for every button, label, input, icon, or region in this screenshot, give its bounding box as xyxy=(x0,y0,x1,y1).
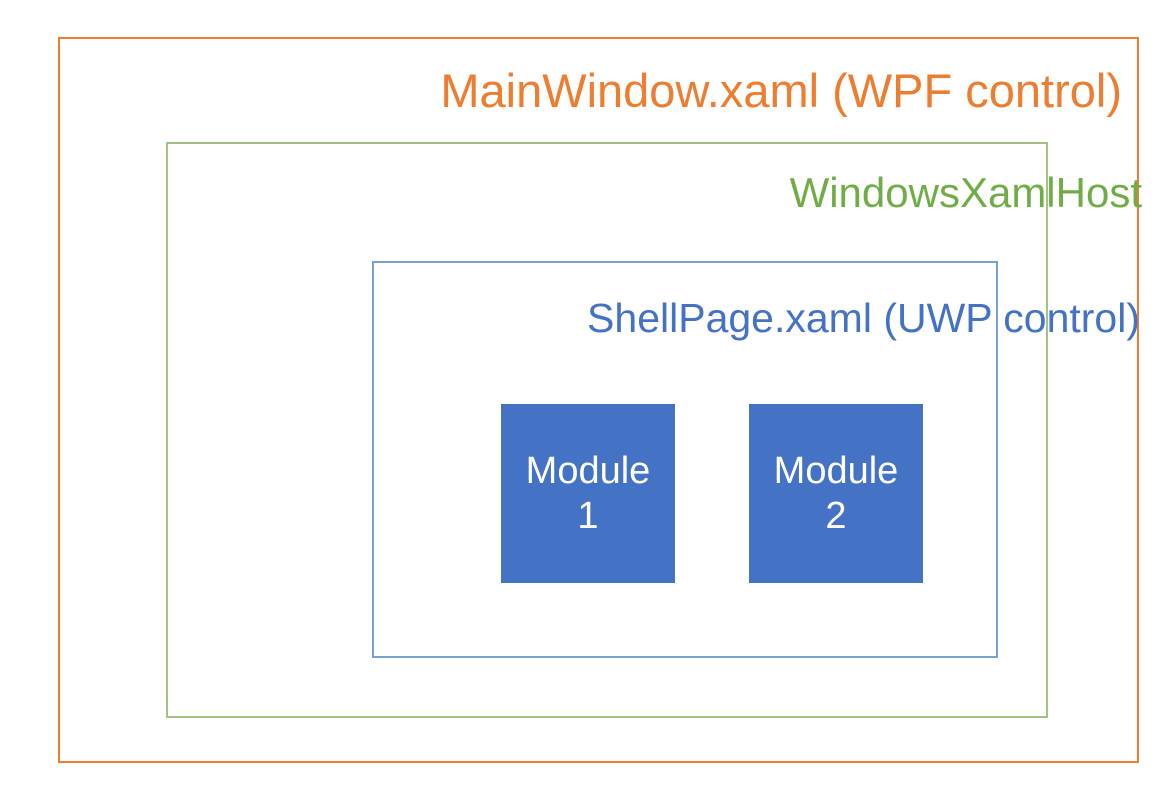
module-block-1-label-line1: Module xyxy=(525,449,651,492)
container-windows-xaml-host xyxy=(166,142,1048,718)
module-block-2-label-line1: Module xyxy=(773,449,899,492)
module-block-2: Module 2 xyxy=(749,404,923,583)
module-block-1-label-line2: 1 xyxy=(577,494,599,537)
module-block-2-label-line2: 2 xyxy=(825,494,847,537)
module-block-1: Module 1 xyxy=(501,404,675,583)
label-shellpage-xaml: ShellPage.xaml (UWP control) xyxy=(587,295,1140,341)
label-mainwindow-xaml: MainWindow.xaml (WPF control) xyxy=(440,64,1122,117)
label-windows-xaml-host: WindowsXamlHost xyxy=(789,169,1142,216)
container-shellpage-xaml xyxy=(372,261,998,658)
container-mainwindow-xaml xyxy=(58,37,1139,763)
